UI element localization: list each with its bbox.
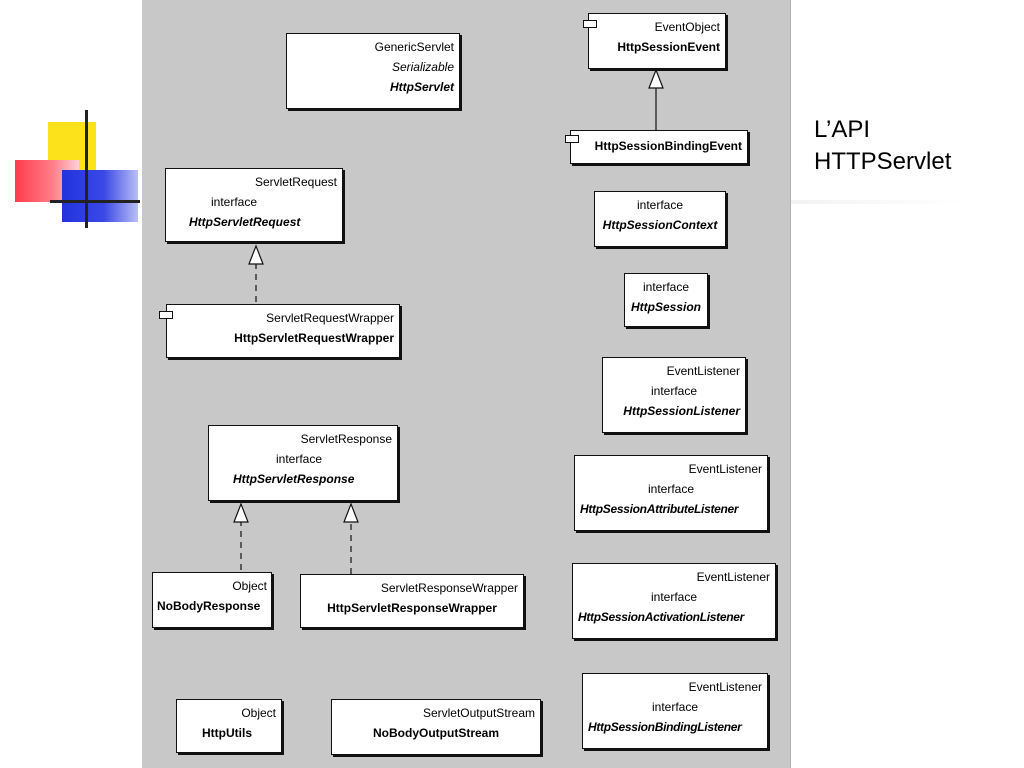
inheritance-edges bbox=[233, 68, 664, 574]
class-parent: ServletResponseWrapper bbox=[380, 581, 518, 595]
class-box-nobodyoutputstream[interactable]: ServletOutputStream NoBodyOutputStream bbox=[331, 699, 541, 755]
class-name: HttpSessionListener bbox=[623, 404, 740, 418]
arrowhead-sessionevent bbox=[648, 68, 664, 89]
class-box-nobodyresponse[interactable]: Object NoBodyResponse bbox=[152, 572, 272, 628]
class-parent: Object bbox=[232, 579, 267, 593]
class-name: HttpServletResponseWrapper bbox=[327, 601, 497, 615]
class-name: HttpSessionBindingEvent bbox=[594, 139, 742, 153]
class-parent: ServletRequest bbox=[254, 175, 337, 189]
arrowhead-request bbox=[248, 244, 264, 265]
class-box-httpservlet[interactable]: GenericServlet Serializable HttpServlet bbox=[286, 33, 460, 109]
class-parent: GenericServlet bbox=[374, 40, 454, 54]
class-box-httpsessioncontext[interactable]: interface HttpSessionContext bbox=[594, 191, 726, 247]
class-parent: ServletResponse bbox=[300, 432, 392, 446]
class-box-httpservletresponse[interactable]: ServletResponse interface HttpServletRes… bbox=[208, 425, 398, 501]
class-diagram-panel: GenericServlet Serializable HttpServlet … bbox=[142, 0, 791, 768]
logo-cross-horizontal bbox=[50, 200, 140, 203]
class-name: HttpSessionActivationListener bbox=[578, 610, 744, 624]
concrete-class-icon bbox=[159, 311, 173, 319]
class-parent: EventObject bbox=[654, 20, 720, 34]
arrowhead-response-left bbox=[233, 502, 249, 523]
class-box-httpservletresponsewrapper[interactable]: ServletResponseWrapper HttpServletRespon… bbox=[300, 574, 524, 628]
class-stereotype: interface bbox=[651, 700, 699, 714]
class-name: HttpServletRequestWrapper bbox=[234, 331, 394, 345]
class-name: NoBodyResponse bbox=[157, 599, 261, 613]
class-parent: Object bbox=[241, 706, 276, 720]
class-box-httpsession[interactable]: interface HttpSession bbox=[624, 273, 708, 327]
class-box-httpsessionactivationlistener[interactable]: EventListener interface HttpSessionActiv… bbox=[572, 563, 776, 639]
class-parent: ServletRequestWrapper bbox=[266, 311, 394, 325]
class-stereotype: interface bbox=[642, 280, 690, 294]
arrowhead-response-right bbox=[343, 502, 359, 523]
class-interface: Serializable bbox=[391, 60, 454, 74]
class-stereotype: interface bbox=[211, 195, 258, 209]
class-name: HttpServletRequest bbox=[189, 215, 301, 229]
concrete-class-icon bbox=[565, 135, 579, 143]
class-stereotype: interface bbox=[650, 384, 698, 398]
class-box-httpservletrequest[interactable]: ServletRequest interface HttpServletRequ… bbox=[165, 168, 343, 242]
class-parent: ServletOutputStream bbox=[422, 706, 535, 720]
class-name: HttpUtils bbox=[202, 726, 252, 740]
class-name: HttpSessionEvent bbox=[617, 40, 720, 54]
class-stereotype: interface bbox=[647, 482, 695, 496]
class-name: NoBodyOutputStream bbox=[373, 726, 499, 740]
class-name: HttpSessionAttributeListener bbox=[580, 502, 739, 516]
class-box-httpsessionattributelistener[interactable]: EventListener interface HttpSessionAttri… bbox=[574, 455, 768, 531]
class-name: HttpServletResponse bbox=[233, 472, 355, 486]
class-name: HttpSessionContext bbox=[602, 218, 718, 232]
class-name: HttpServlet bbox=[389, 80, 454, 94]
class-stereotype: interface bbox=[636, 198, 684, 212]
class-box-httpsessionbindinglistener[interactable]: EventListener interface HttpSessionBindi… bbox=[582, 673, 768, 749]
slide-title-line2: HTTPServlet bbox=[814, 148, 952, 175]
class-stereotype: interface bbox=[650, 590, 698, 604]
logo-cross-vertical bbox=[85, 110, 88, 228]
logo-blue-square bbox=[62, 170, 138, 222]
class-parent: EventListener bbox=[688, 462, 762, 476]
decorative-squares-logo bbox=[10, 110, 140, 230]
concrete-class-icon bbox=[583, 20, 597, 28]
class-parent: EventListener bbox=[666, 364, 740, 378]
title-underline bbox=[790, 200, 965, 204]
slide-title: L’API HTTPServlet bbox=[814, 114, 951, 178]
class-name: HttpSessionBindingListener bbox=[588, 720, 742, 734]
class-box-httputils[interactable]: Object HttpUtils bbox=[176, 699, 282, 753]
class-stereotype: interface bbox=[276, 452, 323, 466]
class-parent: EventListener bbox=[688, 680, 762, 694]
class-name: HttpSession bbox=[630, 300, 701, 314]
class-box-httpsessionevent[interactable]: EventObject HttpSessionEvent bbox=[583, 13, 726, 69]
slide-title-line1: L’API bbox=[814, 116, 871, 143]
class-box-httpservletrequestwrapper[interactable]: ServletRequestWrapper HttpServletRequest… bbox=[159, 304, 400, 358]
class-box-httpsessionlistener[interactable]: EventListener interface HttpSessionListe… bbox=[602, 357, 746, 433]
class-parent: EventListener bbox=[696, 570, 770, 584]
class-box-httpsessionbindingevent[interactable]: HttpSessionBindingEvent bbox=[565, 130, 748, 164]
